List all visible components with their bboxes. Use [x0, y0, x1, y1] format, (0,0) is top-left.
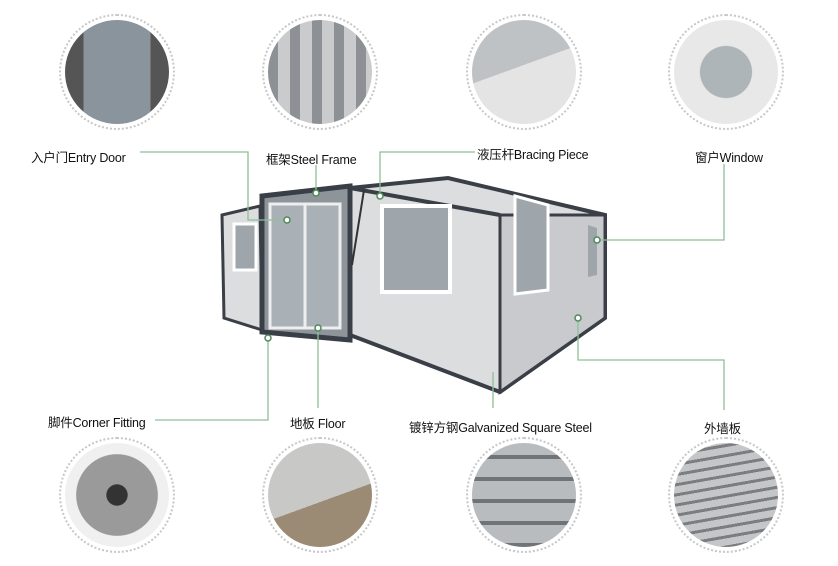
label-floor: 地板 Floor — [290, 417, 346, 431]
label-entry-door: 入户门Entry Door — [31, 151, 126, 165]
label-window: 窗户Window — [695, 151, 763, 165]
label-bracing-piece: 液压杆Bracing Piece — [477, 148, 589, 162]
side-window — [513, 194, 550, 296]
floor-photo — [262, 437, 378, 553]
bracing-piece-photo — [466, 14, 582, 130]
window-photo — [668, 14, 784, 130]
label-wall-panel: 外墙板 — [704, 422, 741, 436]
steel-frame-photo — [262, 14, 378, 130]
label-galvanized-steel: 镀锌方钢Galvanized Square Steel — [409, 421, 592, 435]
front-window — [380, 204, 452, 294]
galvanized-steel-photo — [466, 437, 582, 553]
label-corner-fitting: 脚件Corner Fitting — [48, 416, 146, 430]
label-steel-frame: 框架Steel Frame — [266, 153, 357, 167]
bracing-rod — [351, 189, 365, 266]
leader-lines — [140, 151, 725, 421]
corner-fitting-photo — [59, 437, 175, 553]
entry-door-photo — [59, 14, 175, 130]
wall-panel-photo — [668, 437, 784, 553]
